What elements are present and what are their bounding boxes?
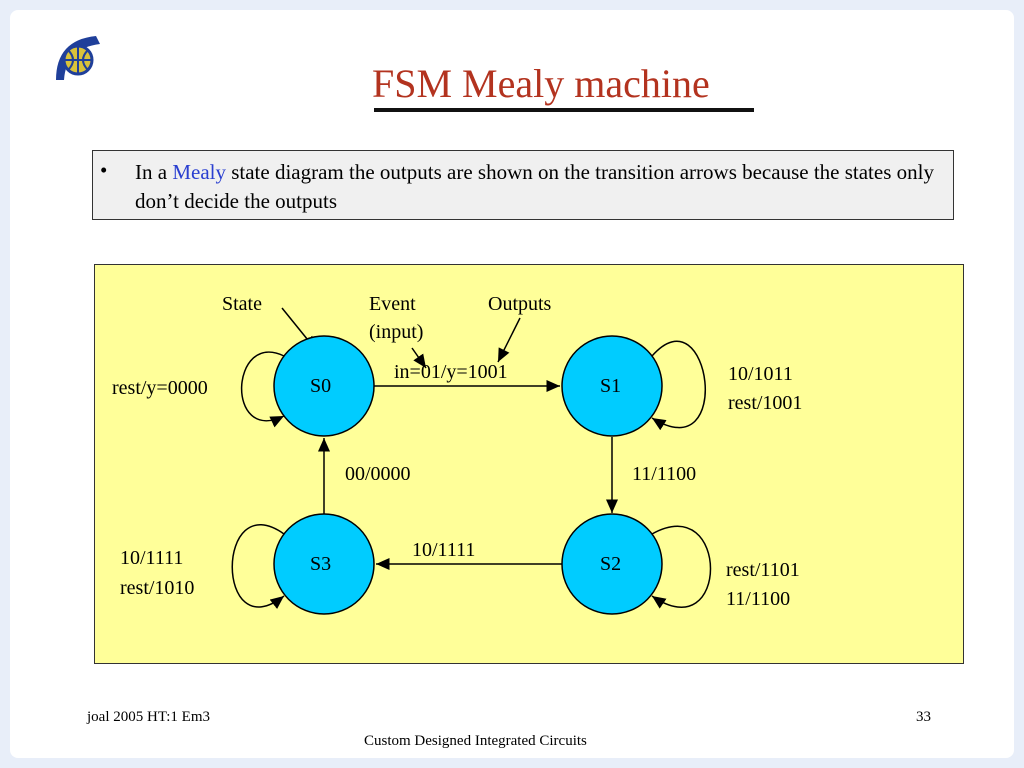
- footer-author: joal 2005 HT:1 Em3: [87, 709, 210, 725]
- state-s1-label: S1: [600, 375, 622, 397]
- transition-s1-s2-label: 11/1100: [632, 463, 697, 485]
- transition-s1-self-label-2: rest/1001: [728, 392, 803, 414]
- transition-s3-s0-label: 00/0000: [345, 463, 411, 485]
- transition-s3-self-label-1: 10/1111: [120, 547, 184, 569]
- state-s2: [561, 513, 663, 615]
- state-s0: [273, 335, 375, 437]
- title-underline: [374, 108, 754, 112]
- annotation-event-sub: (input): [369, 321, 424, 343]
- mealy-highlight: Mealy: [172, 160, 226, 184]
- s0-self-loop: [240, 351, 285, 428]
- annotation-state: State: [222, 293, 262, 315]
- annotation-event: Event: [369, 293, 416, 315]
- transition-s0-self-label: rest/y=0000: [112, 377, 208, 399]
- event-pointer: [411, 347, 427, 369]
- transition-s3-self-label-2: rest/1010: [120, 577, 195, 599]
- state-s2-label: S2: [600, 553, 622, 575]
- footer-course: Custom Designed Integrated Circuits: [364, 733, 587, 749]
- transition-s2-s3-label: 10/1111: [412, 539, 476, 561]
- state-s0-label: S0: [310, 375, 332, 397]
- bullet-suffix: state diagram the outputs are shown on t…: [135, 160, 934, 213]
- transition-s2-self-label-2: 11/1100: [726, 588, 791, 610]
- state-s3: [273, 513, 375, 615]
- globe-logo-icon: [56, 36, 100, 80]
- bullet-box: [92, 150, 954, 220]
- annotation-outputs: Outputs: [488, 293, 552, 315]
- s3-self-loop: [231, 524, 285, 610]
- bullet-text: In a Mealy state diagram the outputs are…: [135, 158, 935, 216]
- transition-s2-self-label-1: rest/1101: [726, 559, 800, 581]
- s1-self-loop: [651, 340, 707, 431]
- page-title: FSM Mealy machine: [372, 61, 710, 106]
- bullet-prefix: In a: [135, 160, 173, 184]
- state-s1: [561, 335, 663, 437]
- state-diagram-panel: [94, 264, 964, 664]
- s2-self-loop: [651, 525, 712, 609]
- page-number: 33: [916, 709, 931, 725]
- outputs-pointer: [497, 317, 521, 363]
- bullet-symbol: •: [100, 158, 108, 182]
- transition-s0-s1-label: in=01/y=1001: [394, 361, 508, 383]
- state-s3-label: S3: [310, 553, 332, 575]
- transition-s1-self-label-1: 10/1011: [728, 363, 793, 385]
